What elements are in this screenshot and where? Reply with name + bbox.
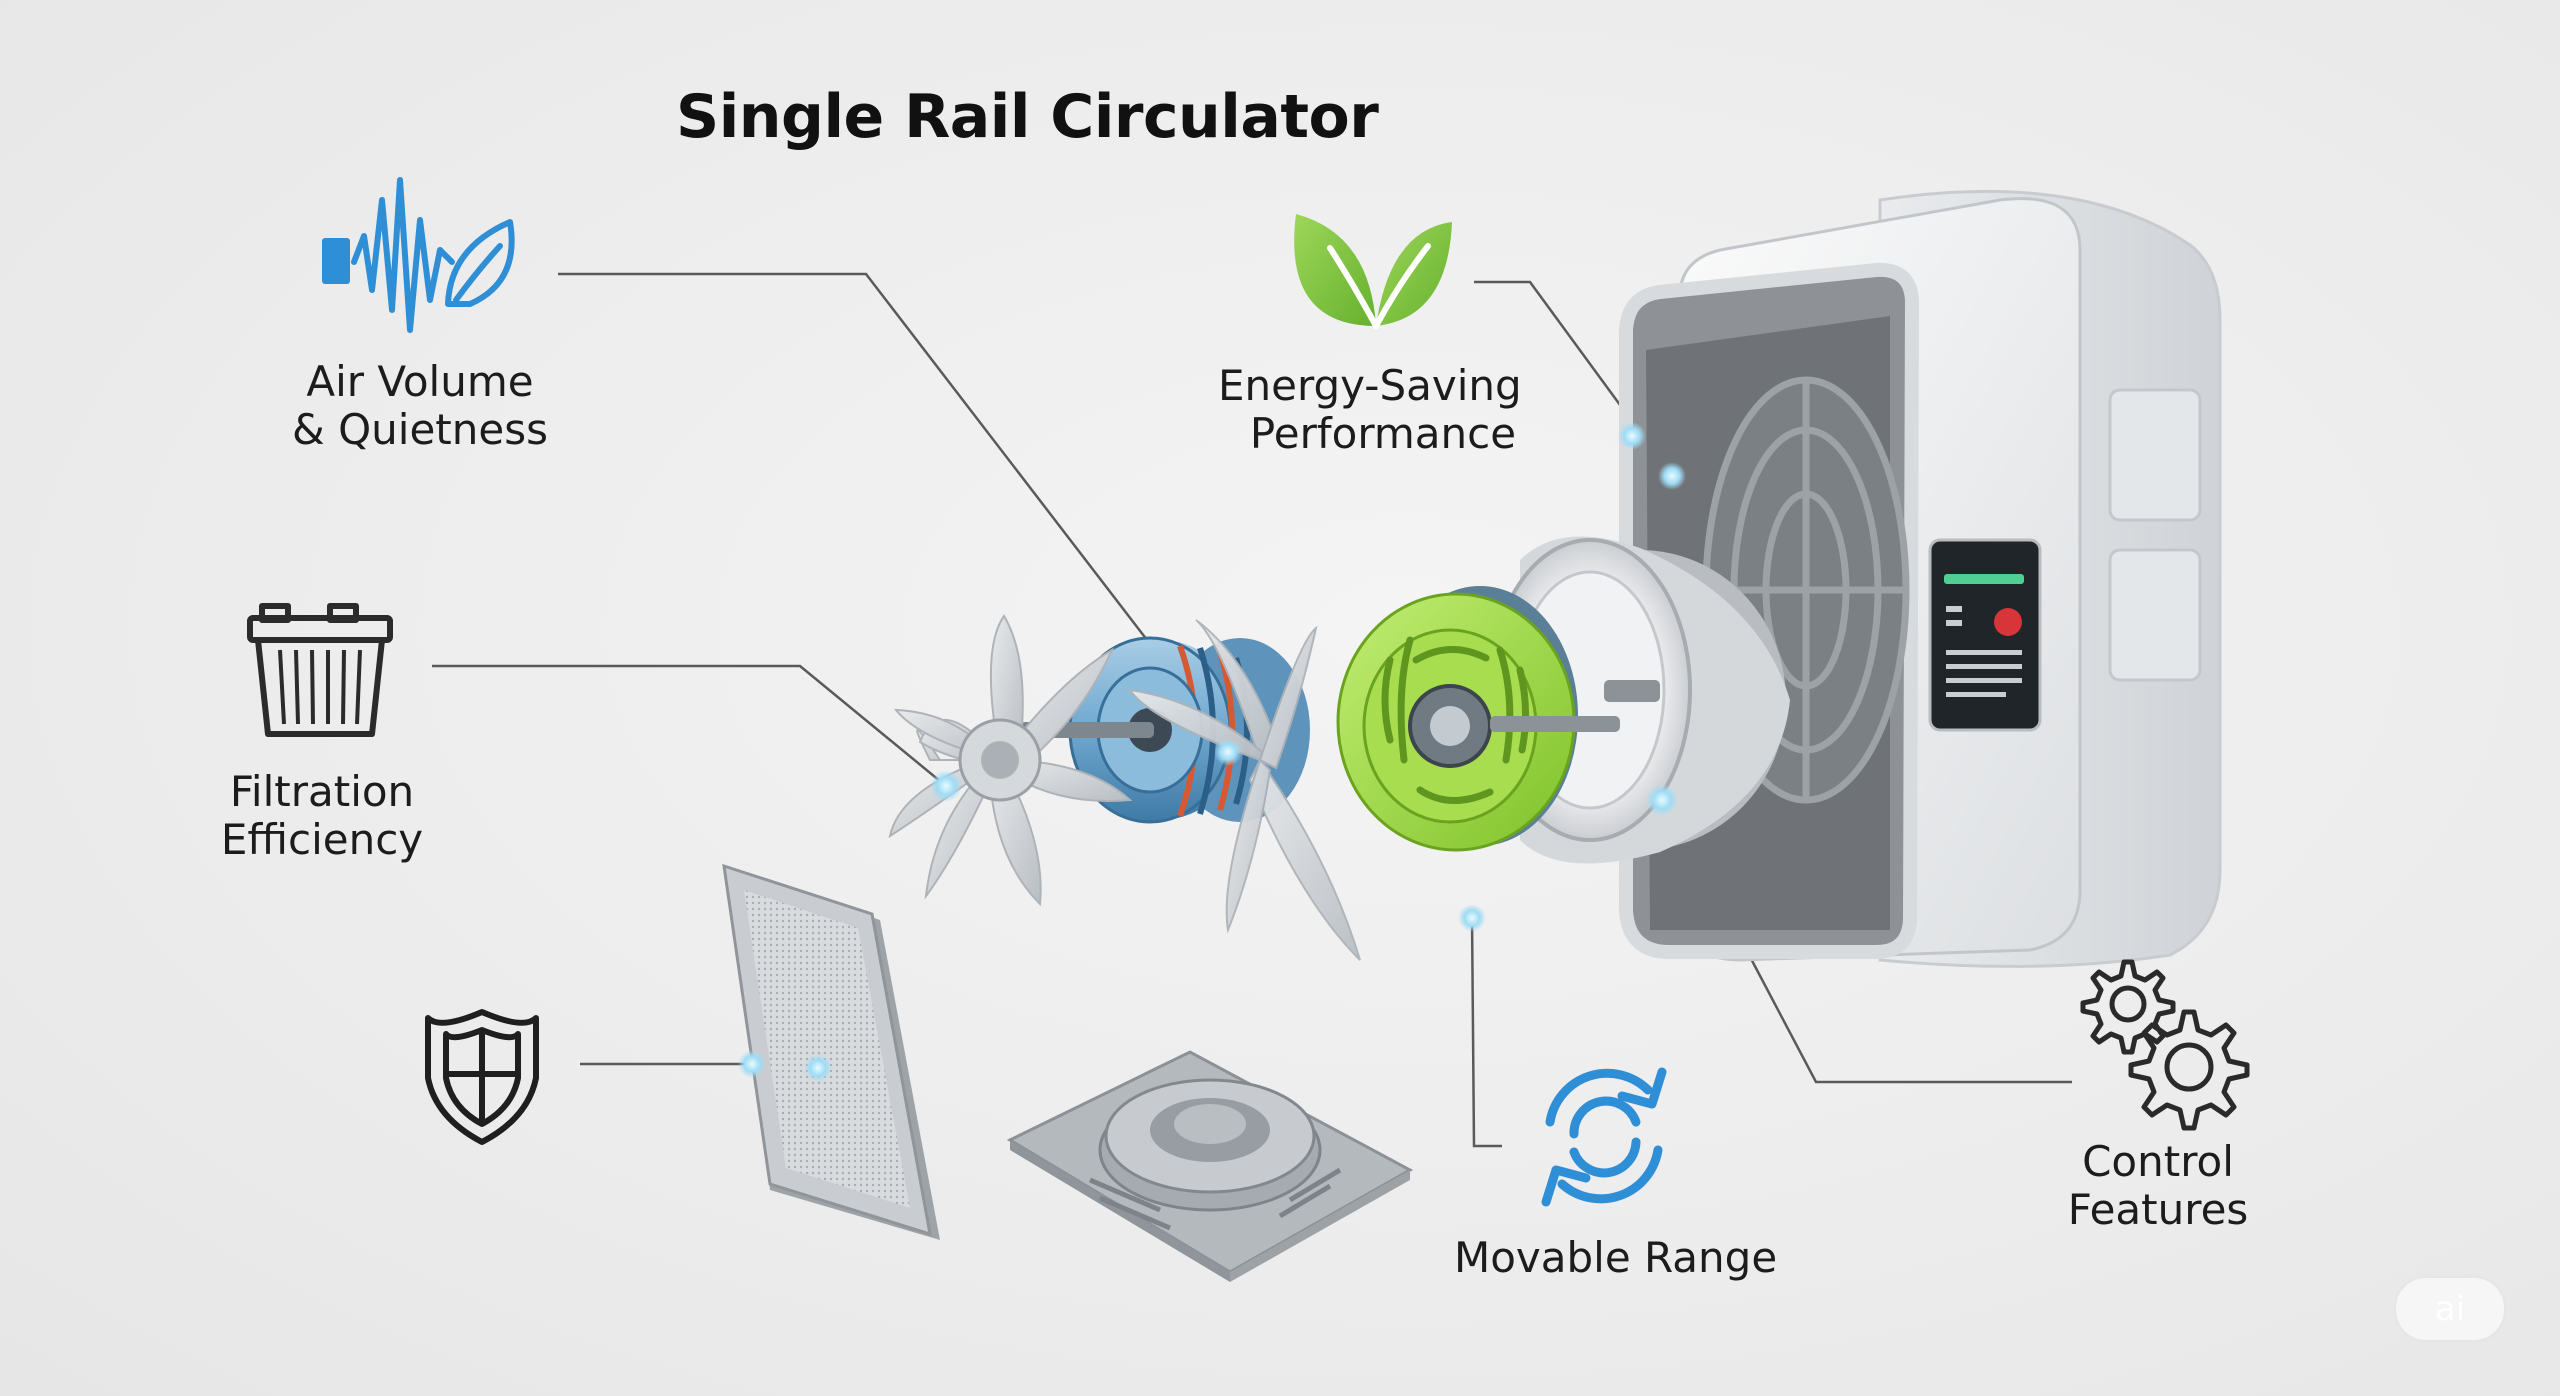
rotate-arrows-icon <box>1541 1067 1667 1207</box>
label-air-volume-line1: Air Volume <box>306 357 534 406</box>
filter-panel <box>722 863 940 1240</box>
leader-movable <box>1470 915 1502 1148</box>
base-plate <box>1006 1050 1414 1282</box>
label-air-volume-line2: & Quietness <box>292 405 548 454</box>
callout-dots <box>738 422 1686 1082</box>
label-control-line1: Control <box>2082 1137 2234 1186</box>
label-control: Control Features <box>2058 1138 2258 1234</box>
green-leaf-icon <box>1294 214 1452 329</box>
sound-wave-leaf-icon <box>322 177 515 333</box>
label-movable-range: Movable Range <box>1454 1233 1778 1282</box>
leader-filtration <box>432 664 947 787</box>
ai-watermark-badge: ai <box>2396 1278 2504 1340</box>
label-control-line2: Features <box>2067 1185 2249 1234</box>
green-motor-stator <box>1336 586 1620 852</box>
control-panel <box>1928 538 2042 732</box>
air-filter-icon <box>247 603 393 737</box>
gears-icon <box>2080 959 2250 1131</box>
label-air-volume: Air Volume & Quietness <box>290 358 550 454</box>
label-energy-line1: Energy-Saving <box>1218 361 1522 410</box>
diagram-title: Single Rail Circulator <box>676 82 1379 152</box>
blue-motor-rotor <box>1020 636 1310 824</box>
label-energy-line2: Performance <box>1249 409 1517 458</box>
label-energy: Energy-Saving Performance <box>1218 361 1522 458</box>
label-filtration-line2: Efficiency <box>220 815 424 864</box>
shield-icon <box>425 1009 539 1145</box>
label-filtration: Filtration Efficiency <box>212 768 432 864</box>
leader-air-volume <box>558 272 1231 749</box>
label-filtration-line1: Filtration <box>229 767 415 816</box>
